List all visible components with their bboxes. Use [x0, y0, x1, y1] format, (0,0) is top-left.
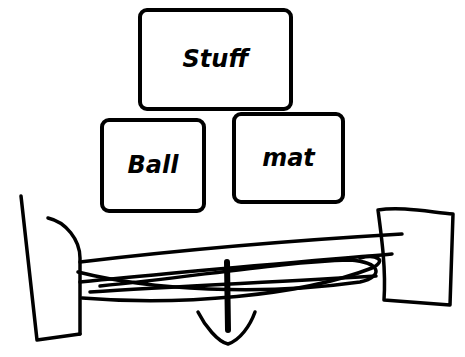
center-post [227, 262, 228, 330]
box-label: Stuff [183, 46, 249, 72]
left-stand-curve [48, 218, 80, 334]
right-stand [378, 209, 453, 305]
bar-line [90, 276, 376, 292]
box-label: mat [262, 145, 315, 171]
box-label: Ball [128, 152, 179, 178]
left-stand [21, 196, 80, 340]
pivot-base [198, 312, 255, 344]
sketch-box: mat [232, 112, 345, 204]
bar-loop [82, 257, 380, 301]
sketch-box: Ball [100, 118, 206, 213]
sketch-box: Stuff [138, 8, 293, 111]
